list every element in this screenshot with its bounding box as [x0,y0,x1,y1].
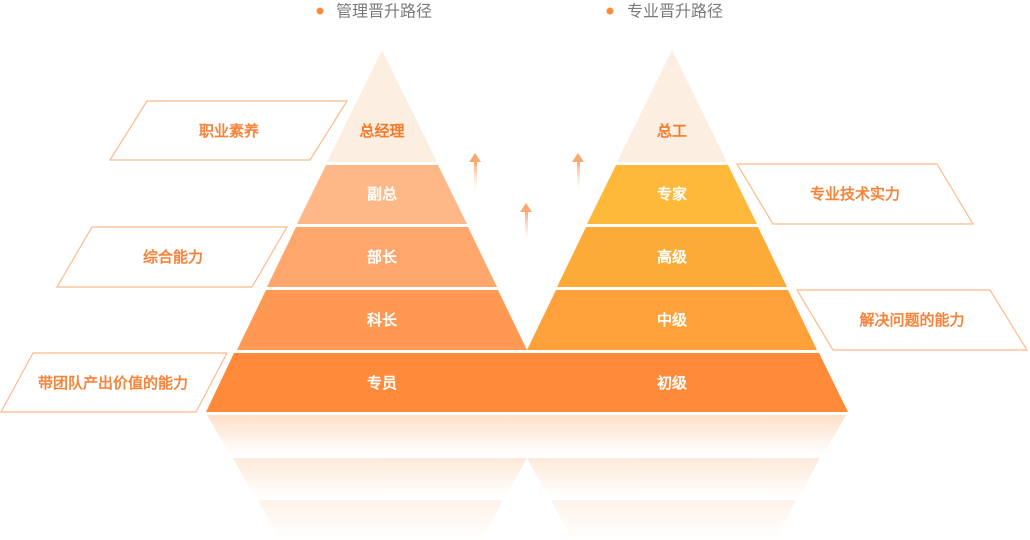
level-band [587,165,757,224]
ability-label: 带团队产出价值的能力 [38,374,188,392]
legend-professional: 专业晋升路径 [606,2,723,21]
base-band: 专员 初级 [206,353,848,412]
legend-dot [316,7,324,15]
management-pyramid: 总经理 副总 部长 科长 [237,50,527,350]
reflection-band [551,500,796,540]
level-band [527,290,817,350]
ability-label-box: 专业技术实力 [735,163,975,225]
ability-label-box: 解决问题的能力 [795,289,1029,351]
up-arrow-icon [572,153,584,196]
level-label: 总经理 [359,122,404,140]
level-label: 科长 [367,311,398,329]
level-label: 高级 [657,248,688,266]
level-band [237,290,527,350]
level-band [557,227,787,287]
level-band [206,353,848,412]
ability-label: 职业素养 [199,122,260,140]
reflection-band [233,458,527,498]
level-band [327,50,437,162]
legend-label: 专业晋升路径 [627,2,723,21]
level-label: 总工 [657,122,687,140]
ability-label: 解决问题的能力 [859,311,964,329]
ability-label: 专业技术实力 [810,185,900,203]
ability-label: 综合能力 [143,248,203,266]
professional-pyramid: 总工 专家 高级 中级 [527,50,817,350]
legend-label: 管理晋升路径 [336,2,432,21]
level-band [297,165,467,224]
ability-label-box: 带团队产出价值的能力 [0,352,228,413]
reflection-band [258,500,503,540]
level-label: 专家 [657,185,687,203]
ability-label-box: 综合能力 [55,226,289,288]
level-band [267,227,497,287]
ability-label-box: 职业素养 [108,100,349,161]
level-label: 专员 [367,374,397,392]
level-band [617,50,727,162]
legend-management: 管理晋升路径 [316,2,432,21]
level-label: 初级 [657,374,688,392]
level-label: 部长 [367,248,398,266]
level-label: 中级 [657,311,688,329]
legend-dot [606,7,614,15]
reflection-band [527,458,820,498]
reflection [207,415,846,540]
up-arrow-icon [520,203,532,246]
up-arrow-icon [469,153,481,196]
level-label: 副总 [367,185,397,203]
reflection-band [207,415,846,455]
